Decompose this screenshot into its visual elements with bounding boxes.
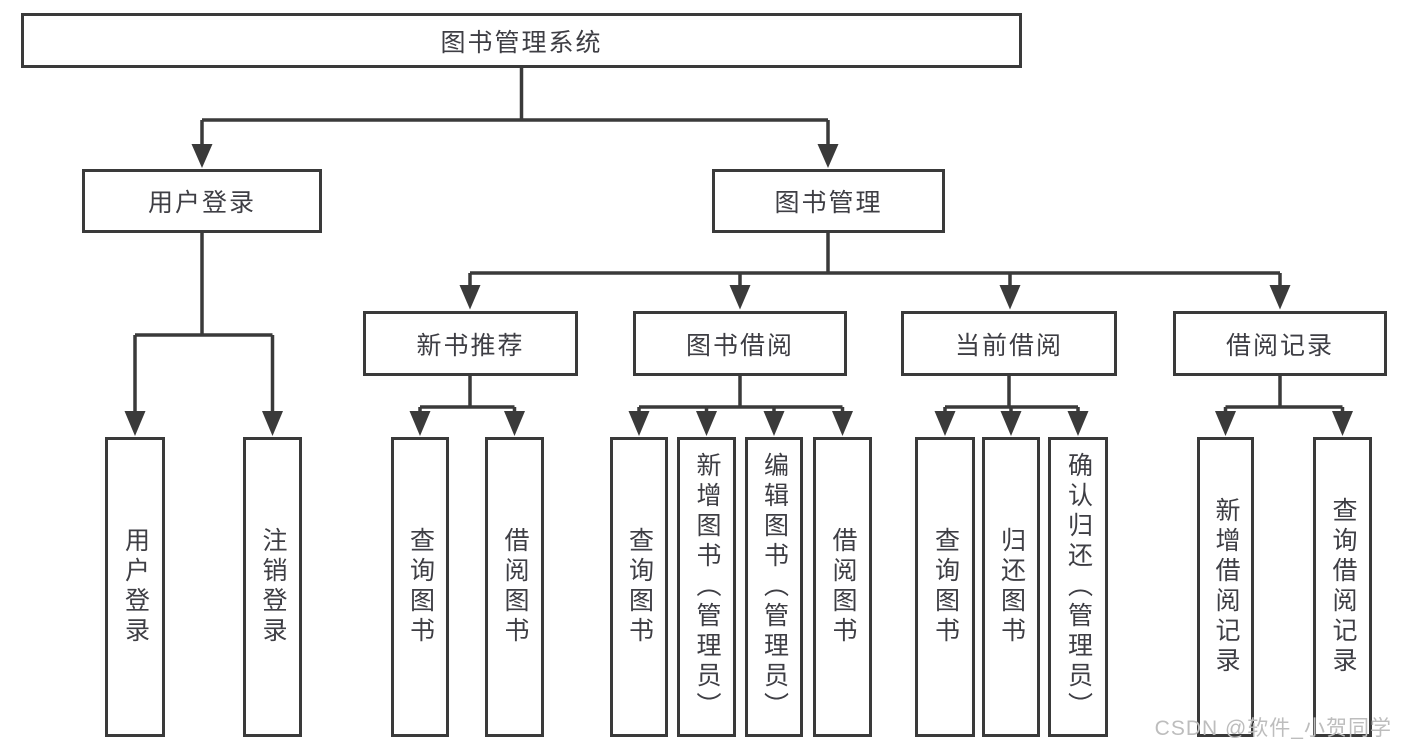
leaf-current-confirm-return-admin-label: 确认归还（管理员） bbox=[1064, 452, 1093, 722]
arrowhead bbox=[459, 285, 481, 310]
leaf-current-return-books-label: 归还图书 bbox=[997, 527, 1026, 647]
leaf-borrowing-edit-books-admin-label: 编辑图书（管理员） bbox=[760, 452, 789, 722]
arrowhead bbox=[1215, 411, 1236, 436]
arrowhead bbox=[1269, 285, 1291, 310]
arrowhead bbox=[191, 144, 213, 168]
leaf-current-query-books-label: 查询图书 bbox=[931, 527, 960, 647]
leaf-user-login-label: 用户登录 bbox=[121, 527, 150, 647]
node-book-management: 图书管理 bbox=[712, 169, 945, 233]
connector-book-management-to-level3 bbox=[459, 232, 1291, 310]
node-borrowing-records-label: 借阅记录 bbox=[1225, 331, 1334, 360]
leaf-logout: 注销登录 bbox=[243, 437, 302, 737]
connector-new-book-recommend-to-leaves bbox=[409, 374, 525, 436]
arrowhead bbox=[1332, 411, 1353, 436]
leaf-recommend-borrow-books-label: 借阅图书 bbox=[501, 527, 529, 647]
node-book-borrowing-label: 图书借阅 bbox=[685, 331, 794, 360]
leaf-borrowing-add-books-admin-label: 新增图书（管理员） bbox=[693, 452, 721, 722]
node-book-borrowing: 图书借阅 bbox=[633, 311, 847, 376]
arrowhead bbox=[262, 411, 283, 436]
arrowhead bbox=[999, 285, 1021, 310]
connector-borrowing-records-to-leaves bbox=[1215, 374, 1353, 436]
leaf-borrowing-add-books-admin: 新增图书（管理员） bbox=[677, 437, 736, 737]
leaf-recommend-borrow-books: 借阅图书 bbox=[485, 437, 544, 737]
leaf-user-login: 用户登录 bbox=[105, 437, 165, 737]
node-new-book-recommend-label: 新书推荐 bbox=[416, 331, 525, 360]
node-current-borrowing-label: 当前借阅 bbox=[954, 331, 1063, 360]
leaf-current-query-books: 查询图书 bbox=[915, 437, 975, 737]
node-borrowing-records: 借阅记录 bbox=[1173, 311, 1387, 376]
leaf-recommend-query-books-label: 查询图书 bbox=[406, 527, 435, 647]
node-root-label: 图书管理系统 bbox=[440, 28, 603, 57]
node-user-login: 用户登录 bbox=[82, 169, 322, 233]
arrowhead bbox=[1000, 411, 1022, 436]
node-book-management-label: 图书管理 bbox=[774, 189, 883, 217]
leaf-records-query-record-label: 查询借阅记录 bbox=[1329, 497, 1357, 677]
connector-current-borrowing-to-leaves bbox=[934, 374, 1089, 436]
arrowhead bbox=[504, 411, 525, 436]
connector-root-to-level2 bbox=[191, 66, 839, 168]
connector-user-login-to-leaves bbox=[124, 232, 283, 436]
arrowhead bbox=[817, 144, 839, 168]
leaf-borrowing-query-books: 查询图书 bbox=[610, 437, 668, 737]
arrowhead bbox=[1067, 411, 1089, 436]
leaf-current-return-books: 归还图书 bbox=[982, 437, 1040, 737]
watermark: CSDN @软件_小贺同学 bbox=[1154, 717, 1392, 740]
arrowhead bbox=[696, 411, 717, 436]
connector-book-borrowing-to-leaves bbox=[628, 374, 853, 436]
leaf-borrowing-borrow-books-label: 借阅图书 bbox=[829, 527, 857, 647]
arrowhead bbox=[832, 411, 853, 436]
leaf-records-add-record: 新增借阅记录 bbox=[1197, 437, 1254, 737]
arrowhead bbox=[763, 411, 785, 436]
node-new-book-recommend: 新书推荐 bbox=[363, 311, 578, 376]
leaf-borrowing-edit-books-admin: 编辑图书（管理员） bbox=[745, 437, 803, 737]
arrowhead bbox=[934, 411, 956, 436]
arrowhead bbox=[409, 411, 431, 436]
node-user-login-label: 用户登录 bbox=[147, 189, 256, 217]
node-root: 图书管理系统 bbox=[21, 13, 1022, 68]
arrowhead bbox=[729, 285, 751, 310]
leaf-records-add-record-label: 新增借阅记录 bbox=[1212, 497, 1240, 677]
node-current-borrowing: 当前借阅 bbox=[901, 311, 1117, 376]
leaf-records-query-record: 查询借阅记录 bbox=[1313, 437, 1372, 737]
leaf-logout-label: 注销登录 bbox=[259, 527, 287, 647]
arrowhead bbox=[628, 411, 650, 436]
arrowhead bbox=[124, 411, 146, 436]
leaf-current-confirm-return-admin: 确认归还（管理员） bbox=[1048, 437, 1108, 737]
leaf-borrowing-query-books-label: 查询图书 bbox=[625, 527, 654, 647]
leaf-recommend-query-books: 查询图书 bbox=[391, 437, 449, 737]
leaf-borrowing-borrow-books: 借阅图书 bbox=[813, 437, 872, 737]
